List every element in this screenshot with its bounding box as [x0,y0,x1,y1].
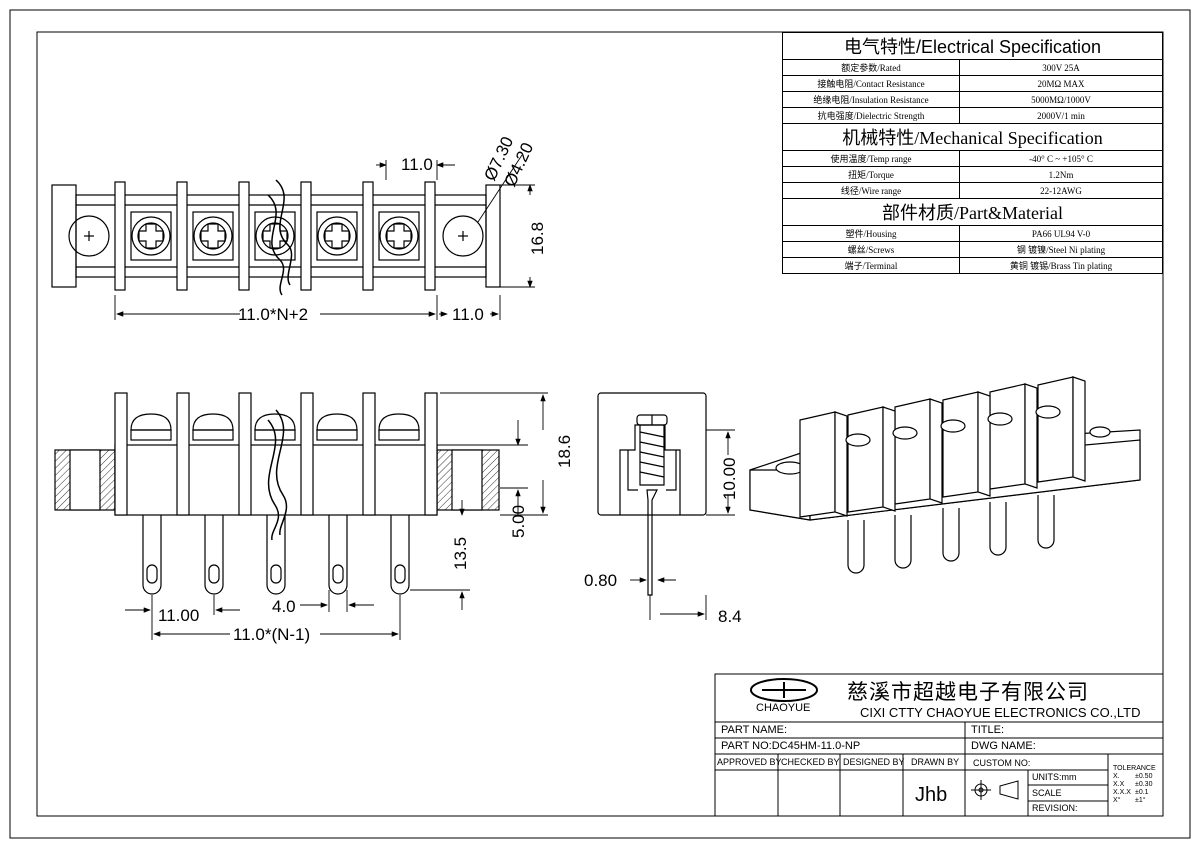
dim-pin-thickness: 0.80 [584,571,617,590]
tolerance-row: X.X.X ±0.1 [1113,789,1149,796]
side-view [597,392,707,596]
revision: REVISION: [1032,803,1078,813]
dim-side-height: 10.00 [720,457,739,500]
dwg-name: DWG NAME: [971,740,1036,752]
part-no: PART NO:DC45HM-11.0-NP [721,740,861,752]
dim-side-depth: 8.4 [718,607,742,626]
title-block: CHAOYUE 慈溪市超越电子有限公司 CIXI CTTY CHAOYUE EL… [715,674,1163,816]
top-view-dims [114,154,535,320]
dim-pin-length: 13.5 [451,537,470,570]
tolerance-title: TOLERANCE [1113,765,1156,772]
front-view-dims [125,392,548,640]
side-view-dims [630,429,735,620]
title-block-grid [714,673,1164,817]
dim-pin-pitch: 11.00 [158,606,199,625]
dim-height: 16.8 [528,222,547,255]
isometric-view [749,376,1141,574]
front-view [54,392,500,595]
tolerance-row: X. ±0.50 [1113,773,1153,780]
dim-length: 11.0*N+2 [238,305,308,324]
checked-by: CHECKED BY [781,757,840,767]
dim-end-offset: 11.0 [452,305,484,324]
title-field: TITLE: [971,724,1005,736]
spec-table: 电气特性/Electrical Specification 额定参数/Rated… [782,32,1163,274]
dim-base-height: 5.00 [509,505,528,538]
logo-text: CHAOYUE [756,702,811,714]
designed-by: DESIGNED BY [843,757,905,767]
approved-by: APPROVED BY [717,757,782,767]
custom-no: CUSTOM NO: [973,758,1031,768]
company-en: CIXI CTTY CHAOYUE ELECTRONICS CO.,LTD [860,705,1141,720]
top-view [51,179,501,296]
dim-pin-gap: 4.0 [272,597,296,616]
electrical-title: 电气特性/Electrical Specification [782,32,1163,60]
mechanical-title: 机械特性/Mechanical Specification [782,123,1163,151]
outer-border [9,9,1191,839]
dim-pin-span: 11.0*(N-1) [233,625,310,644]
scale: SCALE [1032,788,1062,798]
tolerance-row: X° ±1° [1113,797,1146,804]
part-name: PART NAME: [721,724,788,736]
drawn-by: DRAWN BY [911,757,960,767]
inner-border [36,31,1164,817]
tolerance-row: X.X ±0.30 [1113,781,1153,788]
company-cn: 慈溪市超越电子有限公司 [847,681,1089,704]
material-title: 部件材质/Part&Material [782,198,1163,226]
dim-total-height: 18.6 [555,435,574,468]
drawer-name: Jhb [915,784,948,806]
units: UNITS:mm [1032,772,1077,782]
spec-row: 使用温度/Temp range-40° C ~ +105° C [782,150,1163,167]
dim-top-pitch: 11.0 [401,155,433,174]
